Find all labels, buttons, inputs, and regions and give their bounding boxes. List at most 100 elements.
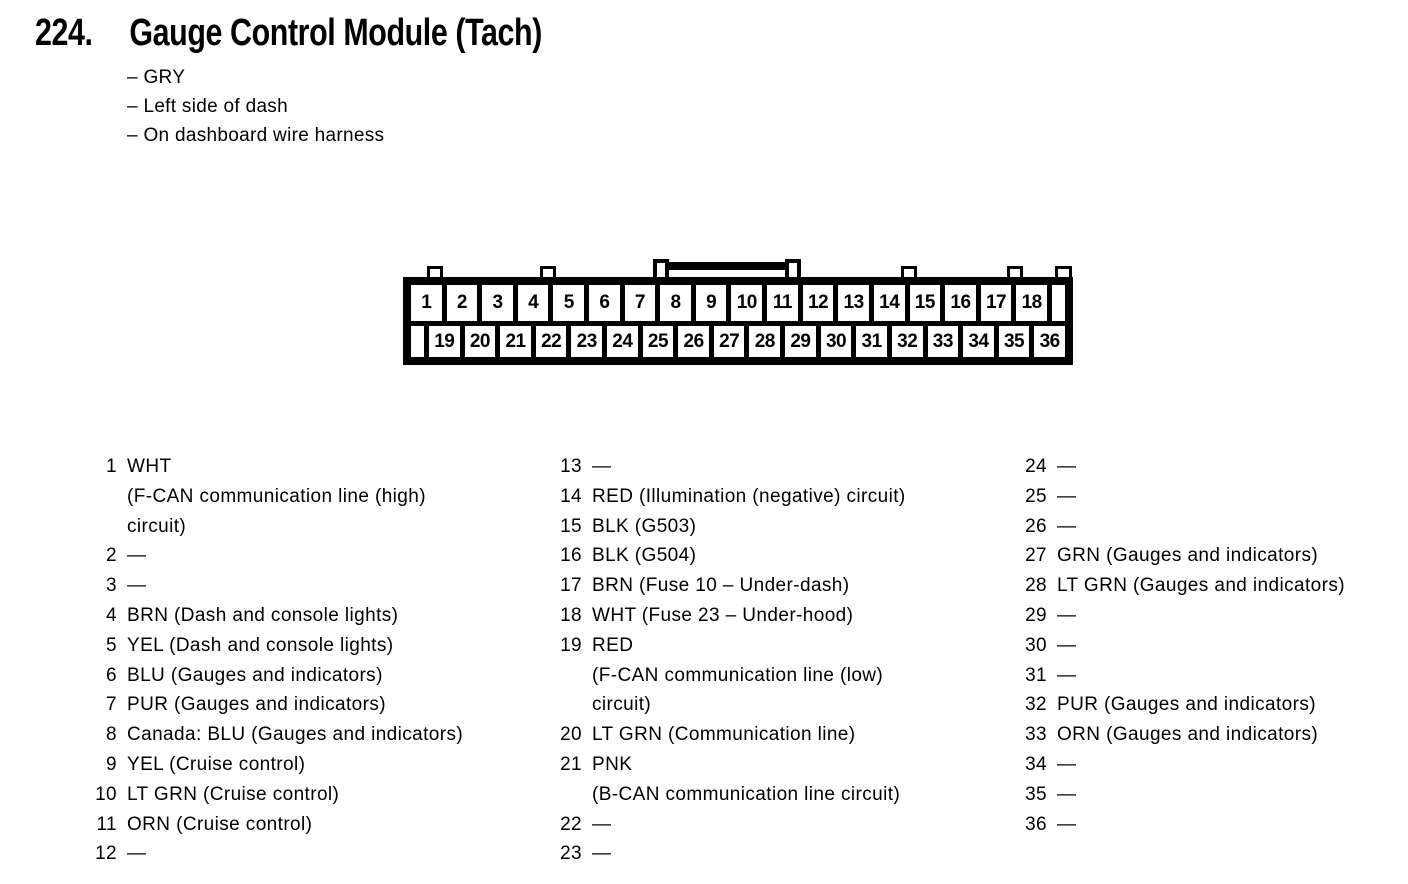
- pin-entry: 12 —: [85, 839, 463, 869]
- section-number: 224.: [35, 12, 93, 54]
- pin-description: PNK (B-CAN communication line circuit): [592, 753, 901, 805]
- pin-entry: 34 —: [1015, 750, 1345, 780]
- pin-description: —: [1057, 753, 1077, 775]
- connector-pin-26: 26: [678, 326, 709, 357]
- pin-description: WHT (Fuse 23 – Under-hood): [592, 604, 854, 626]
- pin-description: —: [127, 575, 147, 597]
- connector-pin-10: 10: [731, 285, 763, 321]
- connector-pin-15: 15: [909, 285, 941, 321]
- pin-number: 18: [560, 604, 582, 626]
- pin-description: —: [1057, 604, 1077, 626]
- connector-pin-3: 3: [482, 285, 513, 321]
- pin-number: 34: [1025, 753, 1047, 775]
- connector-pin-9: 9: [695, 285, 727, 321]
- connector-notes: – GRY – Left side of dash – On dashboard w…: [127, 63, 384, 150]
- pin-number: 35: [1025, 783, 1047, 805]
- pin-description: RED (F-CAN communication line (low) circ…: [592, 634, 884, 716]
- connector-note: – On dashboard wire harness: [127, 125, 385, 146]
- pin-description: PUR (Gauges and indicators): [127, 694, 386, 716]
- mounting-tab: [1007, 266, 1023, 277]
- connector-pin-27: 27: [713, 326, 745, 357]
- connector-pin-25: 25: [642, 326, 674, 357]
- pin-entry: 31—: [1015, 661, 1345, 691]
- connector-pin-24: 24: [607, 326, 638, 357]
- connector-pin-32: 32: [891, 326, 923, 357]
- latch-post-left: [653, 259, 669, 279]
- connector-note: – GRY: [127, 67, 186, 88]
- pin-description: —: [1057, 456, 1077, 477]
- connector-pin-22: 22: [535, 326, 567, 357]
- pin-number: 19: [560, 634, 582, 656]
- connector-pin-29: 29: [785, 326, 816, 357]
- pin-entry: 29 —: [1015, 601, 1345, 631]
- connector-pin-18: 18: [1016, 285, 1047, 321]
- connector-pin-16: 16: [945, 285, 976, 321]
- pin-number: 28: [1025, 575, 1047, 597]
- page-title: Gauge Control Module (Tach): [129, 12, 542, 54]
- connector-pin-14: 14: [873, 285, 905, 321]
- pin-entry: 30—: [1015, 631, 1345, 661]
- pin-number: 36: [1025, 813, 1047, 835]
- pin-entry: 23—: [550, 839, 906, 869]
- connector-pin-30: 30: [820, 326, 852, 357]
- pin-description: RED (Illumination (negative) circuit): [592, 485, 906, 507]
- pin-number: 5: [106, 634, 117, 656]
- pin-number: 10: [95, 783, 117, 805]
- pin-number: 22: [560, 813, 582, 835]
- pin-number: 12: [95, 843, 117, 865]
- pin-number: 24: [1025, 456, 1047, 477]
- connector-pin-33: 33: [927, 326, 959, 357]
- pin-entry: 2—: [85, 541, 463, 571]
- latch-post-right: [785, 259, 801, 279]
- pin-number: 17: [560, 575, 582, 597]
- pin-number: 21: [560, 753, 582, 775]
- connector-pin-19: 19: [429, 326, 460, 357]
- connector-blank-cell: [1051, 285, 1065, 321]
- pin-description: YEL (Dash and console lights): [127, 634, 394, 656]
- pin-description: —: [1057, 485, 1077, 507]
- connector-pin-6: 6: [589, 285, 620, 321]
- pin-number: 15: [560, 515, 582, 537]
- connector-pin-17: 17: [980, 285, 1012, 321]
- connector-pin-1: 1: [411, 285, 442, 321]
- connector-pin-4: 4: [517, 285, 549, 321]
- pin-entry: 18 WHT (Fuse 23 – Under-hood): [550, 601, 906, 631]
- connector-pin-28: 28: [749, 326, 781, 357]
- pin-description: —: [127, 843, 147, 865]
- mounting-tab: [901, 266, 917, 277]
- pin-description: LT GRN (Gauges and indicators): [1057, 575, 1345, 597]
- pin-entry: 36—: [1015, 810, 1345, 840]
- pin-number: 31: [1025, 664, 1047, 686]
- pin-entry: 26—: [1015, 512, 1345, 542]
- pin-description: —: [592, 813, 612, 835]
- connector-pin-23: 23: [571, 326, 603, 357]
- connector-note: – Left side of dash: [127, 96, 288, 117]
- pin-description: ORN (Cruise control): [127, 813, 313, 835]
- pin-description: —: [1057, 783, 1077, 805]
- pin-number: 29: [1025, 604, 1047, 626]
- pin-description: —: [592, 456, 612, 477]
- pin-description: BLK (G503): [592, 515, 697, 537]
- pin-entry: 13—: [550, 452, 906, 482]
- pin-entry: 28 LT GRN (Gauges and indicators): [1015, 571, 1345, 601]
- pin-description: BRN (Dash and console lights): [127, 604, 399, 626]
- connector-pin-7: 7: [624, 285, 656, 321]
- pin-number: 2: [106, 545, 117, 567]
- pin-number: 23: [560, 843, 582, 865]
- pin-description: LT GRN (Communication line): [592, 724, 856, 746]
